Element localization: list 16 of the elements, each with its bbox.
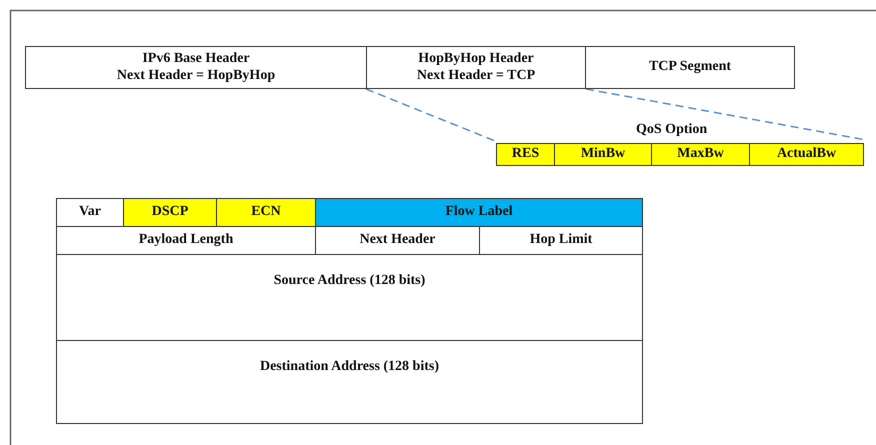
zoom-line <box>586 88 864 140</box>
header-field: Var <box>56 198 124 227</box>
header-field: DSCP <box>123 198 217 227</box>
option-title: QoS Option <box>636 122 708 138</box>
zoom-line <box>366 88 496 142</box>
header-field: ActualBw <box>749 143 864 166</box>
header-field: Flow Label <box>315 198 643 227</box>
header-field: Destination Address (128 bits) <box>56 340 643 424</box>
header-field: MinBw <box>554 143 652 166</box>
header-field: ECN <box>216 198 316 227</box>
header-field: RES <box>496 143 555 166</box>
header-field: TCP Segment <box>585 46 795 89</box>
header-field: HopByHop Header Next Header = TCP <box>366 46 586 89</box>
header-field: MaxBw <box>651 143 750 166</box>
header-field: Source Address (128 bits) <box>56 254 643 341</box>
header-field: IPv6 Base Header Next Header = HopByHop <box>25 46 367 89</box>
